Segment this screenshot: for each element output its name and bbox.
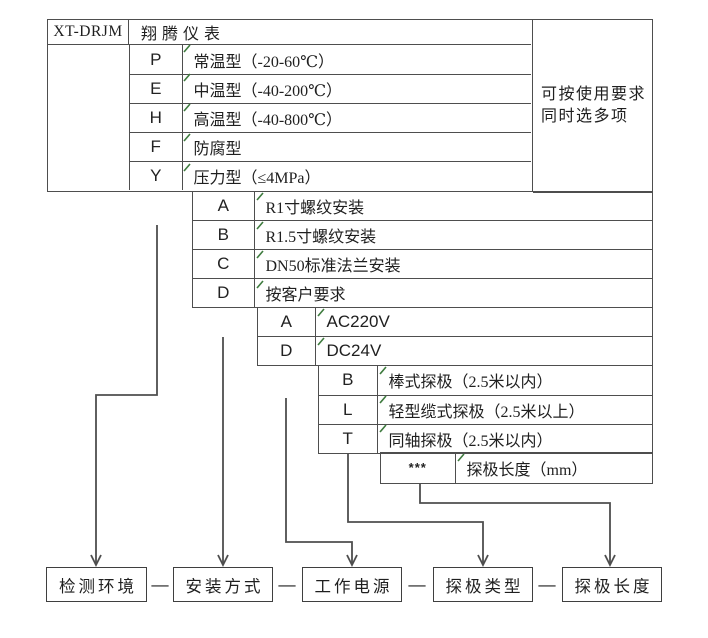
brand-cell: 翔腾仪表 bbox=[129, 20, 531, 45]
option-code: A bbox=[193, 191, 255, 221]
arrow-down-icon bbox=[477, 554, 489, 568]
table-row: F 防腐型 bbox=[130, 132, 531, 161]
option-label: 高温型（-40-800℃） bbox=[193, 112, 343, 129]
option-label: R1寸螺纹安装 bbox=[265, 199, 365, 217]
model-table: XT-DRJM 翔腾仪表 P 常温型（-20-60℃） E 中温型（-40-20… bbox=[47, 19, 533, 192]
option-code: D bbox=[193, 279, 255, 307]
option-code: A bbox=[258, 307, 316, 337]
arrow-down-icon bbox=[346, 554, 358, 568]
table-row: *** 探极长度（mm） bbox=[381, 453, 652, 483]
table-row: D DC24V bbox=[258, 336, 652, 365]
probe-length-table: *** 探极长度（mm） bbox=[380, 452, 653, 484]
arrow-down-icon bbox=[90, 554, 102, 568]
option-label: 轻型缆式探极（2.5米以上） bbox=[388, 403, 585, 421]
option-label: 中温型（-40-200℃） bbox=[193, 83, 343, 100]
connector-line bbox=[95, 225, 158, 563]
category-box-installation: 安装方式 bbox=[173, 567, 273, 602]
table-row: P 常温型（-20-60℃） bbox=[130, 45, 531, 74]
dash-separator: — bbox=[278, 574, 296, 594]
option-code: L bbox=[319, 395, 378, 424]
table-row: C DN50标准法兰安装 bbox=[193, 249, 652, 279]
table-row: L 轻型缆式探极（2.5米以上） bbox=[319, 394, 652, 424]
option-label: 防腐型 bbox=[193, 141, 242, 158]
category-box-probe-length: 探极长度 bbox=[562, 567, 662, 602]
note-line: 同时选多项 bbox=[541, 107, 629, 125]
option-label: DN50标准法兰安装 bbox=[265, 258, 401, 276]
category-box-probe-type: 探极类型 bbox=[433, 567, 533, 602]
option-code: B bbox=[319, 365, 378, 395]
category-box-environment: 检测环境 bbox=[46, 567, 147, 602]
table-row: A R1寸螺纹安装 bbox=[193, 191, 652, 221]
arrow-down-icon bbox=[217, 554, 229, 568]
option-code: D bbox=[258, 337, 316, 365]
dash-separator: — bbox=[538, 574, 556, 594]
option-code: C bbox=[193, 250, 255, 279]
installation-options-table: A R1寸螺纹安装 B R1.5寸螺纹安装 C DN50标准法兰安装 D 按客户… bbox=[192, 190, 653, 308]
table-row: Y 压力型（≤4MPa） bbox=[130, 161, 531, 190]
option-label: R1.5寸螺纹安装 bbox=[265, 229, 377, 247]
option-code: B bbox=[193, 221, 255, 250]
table-row: T 同轴探极（2.5米以内） bbox=[319, 423, 652, 453]
arrow-down-icon bbox=[604, 554, 616, 568]
dash-separator: — bbox=[151, 574, 169, 594]
option-label: 按客户要求 bbox=[265, 287, 346, 305]
option-label: DC24V bbox=[326, 341, 382, 361]
option-code: *** bbox=[381, 453, 456, 483]
option-label: AC220V bbox=[326, 311, 390, 331]
option-label: 探极长度（mm） bbox=[466, 461, 588, 479]
multi-select-note: 可按使用要求 同时选多项 bbox=[533, 19, 653, 193]
dash-separator: — bbox=[408, 574, 426, 594]
probe-options-table: B 棒式探极（2.5米以内） L 轻型缆式探极（2.5米以上） T 同轴探极（2… bbox=[318, 364, 653, 454]
temperature-options-table: P 常温型（-20-60℃） E 中温型（-40-200℃） H 高温型（-40… bbox=[129, 45, 531, 190]
power-options-table: A AC220V D DC24V bbox=[257, 306, 653, 366]
option-code: Y bbox=[130, 162, 183, 190]
option-code: T bbox=[319, 424, 378, 453]
table-row: A AC220V bbox=[258, 307, 652, 337]
category-box-power: 工作电源 bbox=[302, 567, 402, 602]
option-code: H bbox=[130, 104, 183, 132]
table-row: E 中温型（-40-200℃） bbox=[130, 74, 531, 103]
option-code: E bbox=[130, 75, 183, 103]
option-label: 棒式探极（2.5米以内） bbox=[388, 374, 553, 391]
connector-line bbox=[419, 484, 611, 563]
model-code-cell: XT-DRJM bbox=[48, 20, 129, 45]
note-line: 可按使用要求 bbox=[541, 85, 647, 103]
option-label: 常温型（-20-60℃） bbox=[193, 53, 335, 71]
table-row: B 棒式探极（2.5米以内） bbox=[319, 365, 652, 395]
option-label: 同轴探极（2.5米以内） bbox=[388, 432, 553, 450]
option-label: 压力型（≤4MPa） bbox=[193, 170, 321, 187]
option-code: P bbox=[130, 45, 183, 74]
table-row: B R1.5寸螺纹安装 bbox=[193, 220, 652, 250]
table-row: D 按客户要求 bbox=[193, 278, 652, 307]
table-row: H 高温型（-40-800℃） bbox=[130, 103, 531, 132]
option-code: F bbox=[130, 133, 183, 161]
